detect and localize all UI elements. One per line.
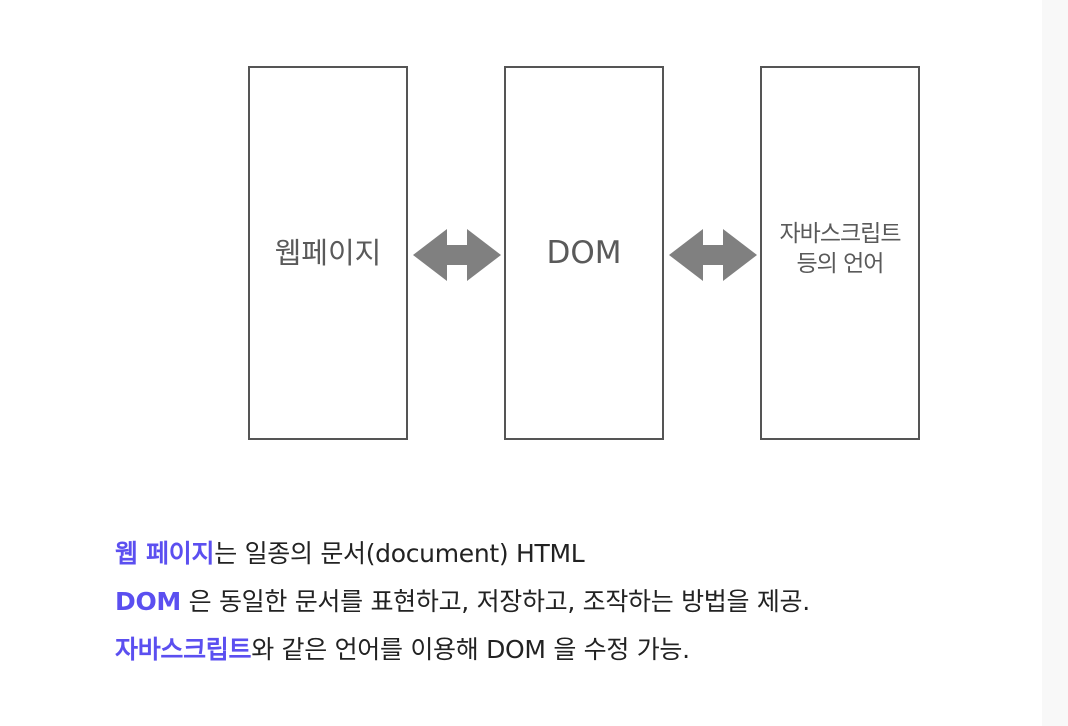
dom-box: DOM (504, 66, 664, 440)
javascript-label: 자바스크립트 등의 언어 (779, 221, 902, 277)
javascript-box: 자바스크립트 등의 언어 (760, 66, 920, 440)
dom-label: DOM (546, 234, 622, 271)
double-arrow-icon (669, 229, 757, 281)
highlight-term: 웹 페이지 (115, 539, 215, 568)
caption-line-javascript: 자바스크립트와 같은 언어를 이용해 DOM 을 수정 가능. (115, 626, 810, 674)
caption-text: 와 같은 언어를 이용해 DOM 을 수정 가능. (251, 635, 690, 664)
webpage-box: 웹페이지 (248, 66, 408, 440)
right-edge-strip (1042, 0, 1068, 726)
caption-text: 은 동일한 문서를 표현하고, 저장하고, 조작하는 방법을 제공. (180, 587, 811, 616)
highlight-term: DOM (115, 587, 181, 616)
highlight-term: 자바스크립트 (115, 635, 252, 664)
caption-line-dom: DOM 은 동일한 문서를 표현하고, 저장하고, 조작하는 방법을 제공. (115, 578, 810, 626)
webpage-label: 웹페이지 (274, 235, 382, 270)
caption-line-webpage: 웹 페이지는 일종의 문서(document) HTML (115, 530, 810, 578)
caption-text: 는 일종의 문서(document) HTML (214, 539, 585, 568)
caption: 웹 페이지는 일종의 문서(document) HTML DOM 은 동일한 문… (115, 530, 810, 674)
double-arrow-icon (413, 229, 501, 281)
